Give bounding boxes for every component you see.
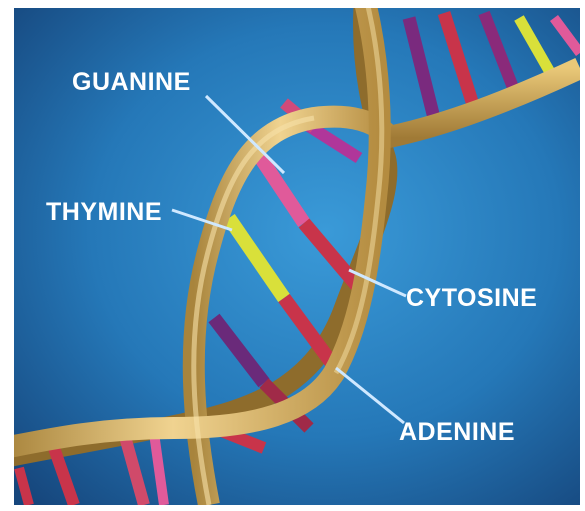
label-adenine: ADENINE (399, 418, 515, 446)
dna-diagram: GUANINE THYMINE CYTOSINE ADENINE (14, 8, 580, 505)
dna-illustration: GUANINE THYMINE CYTOSINE ADENINE (14, 8, 580, 505)
label-cytosine: CYTOSINE (406, 284, 537, 312)
label-thymine: THYMINE (46, 198, 162, 226)
label-guanine: GUANINE (72, 68, 191, 96)
